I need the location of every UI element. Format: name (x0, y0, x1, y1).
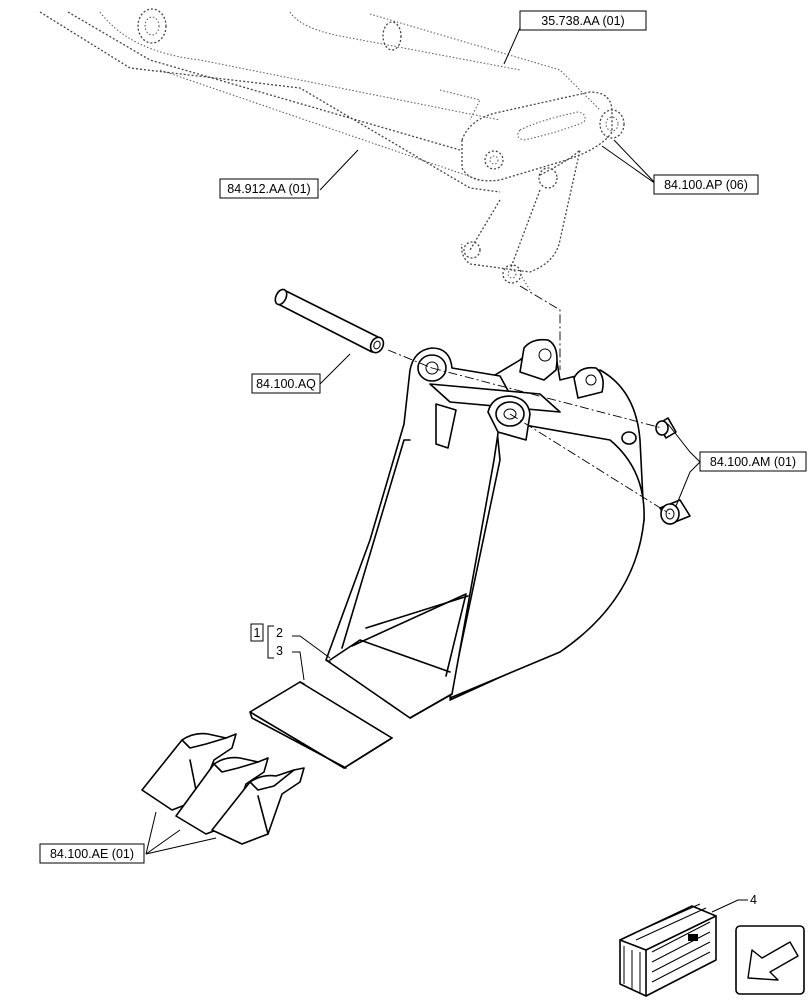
callout-item-2-text: 2 (276, 626, 283, 640)
arm-phantom (39, 8, 601, 193)
bucket-teeth (141, 732, 305, 845)
callout-item-1[interactable]: 1 (250, 623, 264, 642)
label-bushing-ref-text: 84.100.AM (01) (710, 455, 796, 469)
parts-kit-crate-icon (619, 903, 717, 997)
bucket-bushings (655, 417, 691, 525)
label-bushing-ref[interactable]: 84.100.AM (01) (699, 451, 807, 472)
callout-item-4-text: 4 (750, 893, 757, 907)
callout-item-3[interactable]: 3 (276, 644, 283, 658)
label-pin-ref-text: 84.100.AQ (256, 377, 316, 391)
leader-lines (145, 27, 748, 913)
label-teeth-ref-text: 84.100.AE (01) (50, 847, 134, 861)
label-arm-ref[interactable]: 84.912.AA (01) (219, 178, 319, 199)
assembly-center-lines (387, 285, 671, 515)
callout-item-1-text: 1 (254, 626, 261, 640)
label-pin-ref[interactable]: 84.100.AQ (251, 373, 321, 394)
bucket-pin (274, 288, 385, 354)
callout-bracket (267, 625, 274, 659)
callout-item-3-text: 3 (276, 644, 283, 658)
bucket (325, 338, 645, 719)
label-linkage-ref-text: 84.100.AP (06) (664, 178, 748, 192)
label-boom-ref-text: 35.738.AA (01) (541, 14, 624, 28)
label-teeth-ref[interactable]: 84.100.AE (01) (39, 843, 145, 864)
wear-plate (249, 681, 393, 769)
label-linkage-ref[interactable]: 84.100.AP (06) (653, 174, 759, 195)
bucket-linkage-phantom (461, 91, 625, 291)
callout-item-4[interactable]: 4 (750, 893, 757, 907)
label-arm-ref-text: 84.912.AA (01) (227, 182, 310, 196)
callout-item-2[interactable]: 2 (276, 626, 283, 640)
navigation-arrow-icon[interactable] (735, 925, 805, 995)
label-boom-ref[interactable]: 35.738.AA (01) (519, 10, 647, 31)
